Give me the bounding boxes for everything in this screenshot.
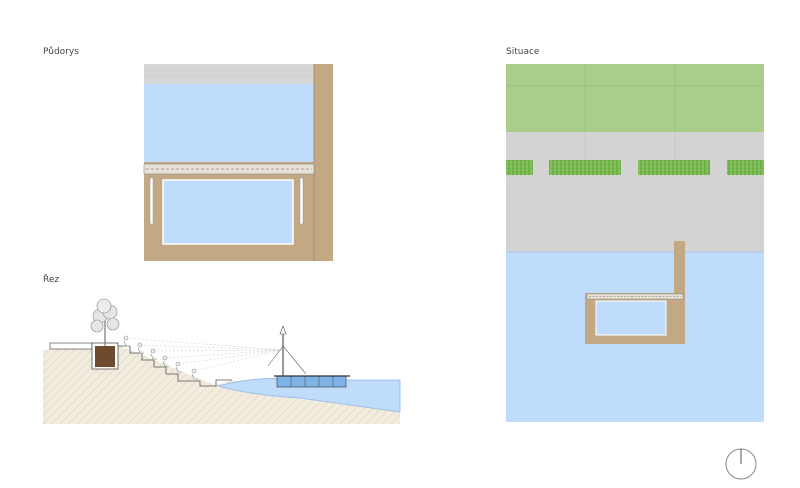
plan-title: Půdorys (43, 47, 79, 57)
plan-pavement (144, 64, 314, 84)
section-title: Řez (43, 275, 60, 285)
site-hedges (506, 160, 764, 175)
plan-water-upper (144, 84, 314, 162)
screen-mast (267, 325, 307, 376)
site-title: Situace (506, 47, 540, 57)
plan-drawing (143, 64, 333, 261)
plan-pool (162, 179, 294, 245)
north-arrow-icon (725, 448, 757, 480)
site-drawing (506, 64, 764, 422)
stepped-seating (118, 345, 232, 387)
site-pool (595, 300, 667, 336)
tree-icon (90, 298, 120, 346)
section-water (216, 378, 401, 413)
section-drawing (43, 298, 401, 424)
site-grass (506, 64, 764, 132)
site-pier (674, 241, 685, 344)
floating-pontoon (276, 375, 347, 388)
